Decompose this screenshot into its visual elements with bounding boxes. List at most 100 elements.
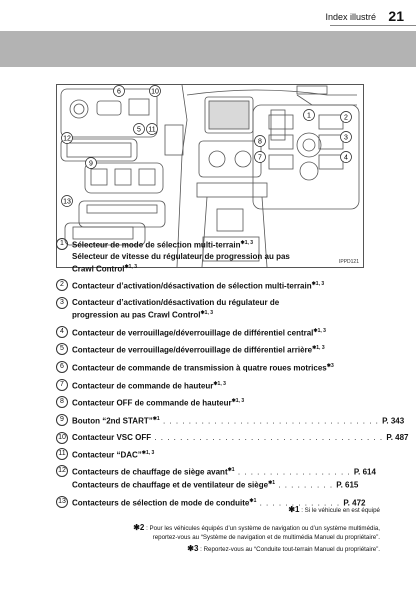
footnote-ref: ✱1, 3 xyxy=(312,345,325,352)
footnote-ref: ✱1 xyxy=(227,467,235,474)
item-line: Contacteur de commande de transmission à… xyxy=(72,361,366,374)
footnote-ref: ✱1, 3 xyxy=(213,380,226,387)
footnote: ✱3 : Reportez-vous au “Conduite tout-ter… xyxy=(60,544,380,554)
footnote-text: : Reportez-vous au “Conduite tout-terrai… xyxy=(200,546,380,553)
svg-text:6: 6 xyxy=(117,89,121,96)
page-number: 21 xyxy=(388,8,404,24)
item-12: 12 Contacteurs de chauffage de siège avan… xyxy=(56,465,376,491)
item-line: Contacteur d’activation/désactivation du… xyxy=(72,297,366,308)
item-number-badge: 7 xyxy=(56,378,68,391)
item-line: Bouton “2nd START”✱1 . . . . . . . . . .… xyxy=(72,414,404,427)
item-number-badge: 8 xyxy=(56,396,68,409)
item-line: Contacteur “DAC”✱1, 3 xyxy=(72,448,366,461)
item-text: Contacteur VSC OFF xyxy=(72,432,152,442)
item-number-badge: 3 xyxy=(56,296,68,309)
item-number-badge: 12 xyxy=(56,465,68,478)
svg-text:5: 5 xyxy=(137,127,141,134)
footnote: reportez-vous au “Système de navigation … xyxy=(60,533,380,542)
item-line: Crawl Control✱1, 3 xyxy=(72,262,366,275)
svg-text:1: 1 xyxy=(307,113,311,120)
footnote-ref: ✱1 xyxy=(249,497,257,504)
svg-text:8: 8 xyxy=(258,139,262,146)
item-list: 1 Sélecteur de mode de sélection multi-te… xyxy=(56,238,409,513)
item-number-badge: 1 xyxy=(56,238,68,250)
item-line: Contacteur VSC OFF . . . . . . . . . . .… xyxy=(72,432,409,443)
footnote-ref: ✱1, 3 xyxy=(313,327,326,334)
page-reference[interactable]: P. 487 xyxy=(386,432,409,442)
item-4: 4 Contacteur de verrouillage/déverrouilla… xyxy=(56,325,366,339)
item-text: Contacteurs de sélection de mode de cond… xyxy=(72,498,250,508)
svg-text:3: 3 xyxy=(344,135,348,142)
item-line: Contacteurs de chauffage de siège avant✱… xyxy=(72,465,376,478)
item-10: 10 Contacteur VSC OFF . . . . . . . . . .… xyxy=(56,431,409,444)
item-number-badge: 6 xyxy=(56,360,68,373)
item-text: Contacteur de commande de hauteur xyxy=(72,381,214,391)
leader-dots: . . . . . . . . . . . . . . . . . . . . … xyxy=(159,416,383,426)
svg-text:9: 9 xyxy=(89,161,93,168)
item-number-badge: 2 xyxy=(56,279,68,292)
item-text: Contacteurs de chauffage de siège avant xyxy=(72,467,228,477)
header-rule xyxy=(330,25,416,26)
item-text: Sélecteur de mode de sélection multi-ter… xyxy=(72,240,241,250)
svg-text:12: 12 xyxy=(63,136,71,143)
leader-dots: . . . . . . . . . xyxy=(275,480,337,490)
footnote: ✱1 : Si le véhicule en est équipé xyxy=(60,505,380,515)
item-text: Bouton “2nd START” xyxy=(72,416,153,426)
item-text: Contacteur OFF de commande de hauteur xyxy=(72,398,232,408)
item-line: Contacteur de verrouillage/déverrouillag… xyxy=(72,326,366,339)
item-line: Contacteur de commande de hauteur✱1, 3 xyxy=(72,379,366,392)
callout-5: 5 xyxy=(133,123,145,135)
svg-text:7: 7 xyxy=(258,155,262,162)
svg-text:10: 10 xyxy=(151,89,159,96)
callout-7: 7 xyxy=(254,151,266,163)
item-number-badge: 4 xyxy=(56,325,68,338)
callout-4: 4 xyxy=(340,151,352,163)
item-number-badge: 13 xyxy=(56,495,68,508)
callout-12: 12 xyxy=(61,132,73,144)
callout-6: 6 xyxy=(113,85,125,97)
item-7: 7 Contacteur de commande de hauteur✱1, 3 xyxy=(56,378,366,392)
item-6: 6 Contacteur de commande de transmission … xyxy=(56,360,366,374)
callout-10: 10 xyxy=(149,85,161,97)
item-line: Contacteur de verrouillage/déverrouillag… xyxy=(72,343,366,356)
callout-13: 13 xyxy=(61,195,73,207)
svg-text:2: 2 xyxy=(344,115,348,122)
item-8: 8 Contacteur OFF de commande de hauteur✱1… xyxy=(56,396,366,409)
leader-dots: . . . . . . . . . . . . . xyxy=(256,498,344,508)
footnote-ref: ✱1, 3 xyxy=(141,449,155,456)
callout-9: 9 xyxy=(85,157,97,169)
item-text: Contacteurs de chauffage et de ventilate… xyxy=(72,480,269,490)
leader-dots: . . . . . . . . . . . . . . . . . . xyxy=(234,467,354,477)
page-header: Index illustré 21 xyxy=(0,0,416,30)
item-line: Contacteurs de chauffage et de ventilate… xyxy=(72,478,366,491)
footnote-ref: ✱3 xyxy=(326,362,334,369)
callout-3: 3 xyxy=(340,131,352,143)
page-reference[interactable]: P. 614 xyxy=(353,467,376,477)
page-reference[interactable]: P. 472 xyxy=(343,498,366,508)
footnote-ref: ✱1, 3 xyxy=(240,240,254,246)
footnote-text: reportez-vous au “Système de navigation … xyxy=(152,534,380,541)
item-3: 3 Contacteur d’activation/désactivation d… xyxy=(56,296,366,321)
item-line: Contacteur OFF de commande de hauteur✱1,… xyxy=(72,396,366,409)
item-line: progression au pas Crawl Control✱1, 3 xyxy=(72,308,366,321)
item-text: Contacteur de commande de transmission à… xyxy=(72,363,327,373)
leader-dots: . . . . . . . . . . . . . . . . . . . . … xyxy=(151,432,387,442)
item-line: Sélecteur de mode de sélection multi-ter… xyxy=(72,238,366,251)
item-text: Contacteur “DAC” xyxy=(72,450,142,460)
svg-text:4: 4 xyxy=(344,155,348,162)
item-number-badge: 10 xyxy=(56,431,68,444)
footnote-mark: ✱1 xyxy=(288,505,300,514)
item-number-badge: 5 xyxy=(56,343,68,356)
item-text: Contacteur de verrouillage/déverrouillag… xyxy=(72,328,314,338)
item-13: 13 Contacteurs de sélection de mode de co… xyxy=(56,495,366,509)
page-reference[interactable]: P. 343 xyxy=(382,416,405,426)
header-band xyxy=(0,31,416,67)
footnote-mark: ✱3 xyxy=(187,544,199,553)
page-reference[interactable]: P. 615 xyxy=(336,480,359,490)
footnote-text: : Si le véhicule en est équipé xyxy=(301,507,380,514)
item-5: 5 Contacteur de verrouillage/déverrouilla… xyxy=(56,343,366,356)
item-line: Contacteur d’activation/désactivation de… xyxy=(72,279,366,292)
